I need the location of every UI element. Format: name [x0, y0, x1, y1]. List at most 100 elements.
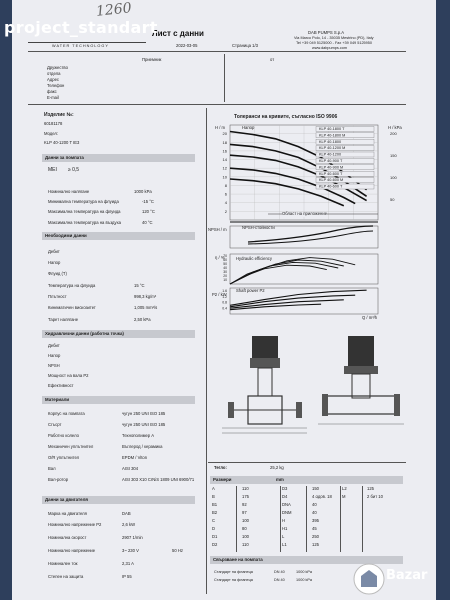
y-tick-label: 4	[225, 200, 228, 205]
contact-field-label: Дружество	[47, 65, 68, 70]
materials-label: Корпус на помпата	[48, 411, 85, 416]
hydraulic-data-label: Ефективност	[48, 383, 74, 388]
dimensions-header: Размери mm	[210, 476, 403, 484]
materials-value: AISI 303 X10 CrNiS 1809 UNI 6900/71	[122, 477, 195, 482]
dim-value: 92	[242, 502, 247, 507]
required-data-value: 1,005 mm²/s	[134, 305, 158, 310]
efficiency-tick-label: 70	[223, 254, 227, 258]
dim-key: D1	[212, 534, 218, 539]
legend-box	[315, 164, 375, 170]
dim-value: 395	[312, 518, 319, 523]
y-tick-label: 12	[223, 166, 228, 171]
materials-value: Технополимер А	[122, 433, 155, 438]
dim-key: M	[342, 494, 346, 499]
power-curve	[229, 294, 356, 308]
mei-value: ≥ 0,5	[68, 167, 80, 173]
efficiency-tick-label: 60	[223, 258, 227, 262]
head-curve	[229, 167, 356, 205]
sender-label: от	[270, 57, 275, 62]
power-curves	[229, 289, 367, 311]
dim-value: 150	[312, 486, 319, 491]
connection-pressure: 1000 kPa	[296, 578, 313, 582]
contact-field-label: факс	[47, 89, 57, 94]
lantern	[257, 367, 273, 397]
column-divider	[206, 108, 207, 594]
motor-base	[250, 358, 280, 368]
bazar-logo: Bazar	[352, 560, 436, 600]
dimension-col-line	[306, 486, 307, 552]
legend-box	[315, 145, 375, 151]
dim-value: 45	[312, 526, 317, 531]
company-address: Via Marco Polo, 14 - 35035 Mestrino (PD)…	[294, 36, 374, 40]
hydraulic-data-header: Хидравлични данни (работна точка)	[42, 330, 195, 338]
header-divider	[28, 51, 406, 52]
legend-box	[315, 132, 375, 138]
pump-data-label: Максимална температура на въздуха	[48, 220, 121, 225]
legend-label: KLP 40-600 T	[319, 172, 343, 176]
dim-value: 110	[242, 486, 249, 491]
materials-header: Материали	[42, 396, 195, 404]
power-tick-label: 0.8	[222, 301, 227, 305]
dimensions-title: Размери	[213, 477, 232, 482]
contact-divider	[28, 104, 406, 105]
motor-data-extra: 50 Hz	[172, 548, 183, 553]
motor-data-label: Марка на двигателя	[48, 511, 87, 516]
dimension-col-line	[236, 486, 237, 552]
dim-key: L2	[342, 486, 347, 491]
required-data-label: Кинематичен вискозитет	[48, 305, 96, 310]
pump-data-label: Минимална температура на флуида	[48, 199, 119, 204]
motor-base	[344, 366, 378, 374]
hydraulic-data-label: Мощност на вала P2	[48, 373, 89, 378]
materials-label: Сгъсрт	[48, 422, 62, 427]
legend-label: KLP 40-600 T	[319, 185, 343, 189]
y-tick-label-right: 50	[390, 197, 395, 202]
working-range-label: Област на приложение	[282, 211, 328, 217]
efficiency-tick-label: 30	[223, 270, 227, 274]
required-data-value: 15 °C	[134, 283, 145, 288]
npsh-axis-label: NPSH / m	[208, 227, 227, 232]
x-axis-label: Q / m³/h	[362, 315, 378, 320]
efficiency-curve-label: Hydraulic efficiency	[236, 256, 272, 261]
legend-label: KLP 40-1800 M	[319, 133, 345, 137]
hydraulic-data-label: NPSH	[48, 363, 60, 368]
legend-label: KLP 40-1200	[319, 153, 341, 157]
dimensions-unit: mm	[276, 477, 284, 482]
required-data-label: Флуид (Т)	[48, 271, 67, 276]
efficiency-curve	[229, 259, 344, 285]
company-website: www.dabpumps.com	[312, 46, 348, 50]
pump-data-value: 1000 kPa	[134, 189, 152, 194]
efficiency-curve	[229, 264, 327, 285]
dim-value: 40	[312, 510, 317, 515]
power-curve	[229, 299, 344, 309]
head-curve-label: Напор	[242, 125, 255, 130]
watermark-text: project_standart	[4, 18, 158, 37]
dim-value: 100	[242, 518, 249, 523]
legend-box	[315, 151, 375, 158]
weight-value: 25,2 kg	[270, 465, 284, 470]
company-phone: Tel +39 049 5125000 - Fax +39 049 512595…	[296, 41, 373, 45]
materials-value: Въглерод / керамика	[122, 444, 163, 449]
dim-key: H1	[282, 526, 288, 531]
required-data-label: Дебит	[48, 249, 60, 254]
item-number-label: Изделие №:	[44, 112, 74, 118]
dim-key: B1	[212, 502, 218, 507]
materials-label: Вал	[48, 466, 56, 471]
dim-key: B2	[212, 510, 218, 515]
brand-logo	[28, 30, 146, 43]
required-data-label: Плътност	[48, 294, 67, 299]
head-axis-label-right: H / kPa	[388, 125, 402, 130]
dim-value: 250	[312, 534, 319, 539]
efficiency-axis-label: η / %	[215, 255, 225, 260]
motor-data-label: Номинално напрежение	[48, 548, 96, 553]
dim-value: 175	[242, 494, 249, 499]
dim-value: 2 бит 10	[367, 494, 383, 499]
motor-data-label: Номинална скорост	[48, 535, 87, 540]
motor-data-value: 2907 1/min	[122, 535, 143, 540]
pump-data-value: -15 °C	[142, 199, 154, 204]
pump-data-value: 40 °C	[142, 220, 153, 225]
legend-box	[315, 158, 375, 164]
pump-data-label: Номинално налягане	[48, 189, 90, 194]
